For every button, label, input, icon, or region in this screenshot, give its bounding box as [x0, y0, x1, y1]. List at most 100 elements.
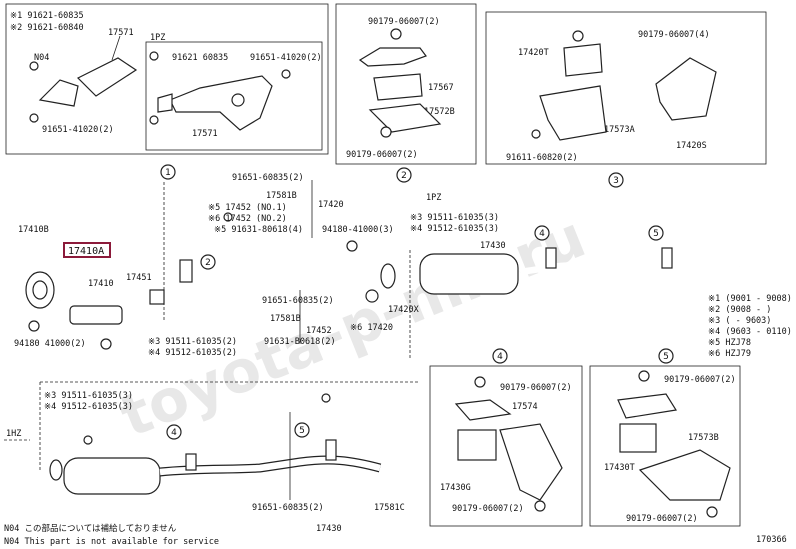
part-label: 17430 — [316, 524, 342, 534]
gasket — [49, 459, 63, 481]
hanger — [325, 439, 337, 461]
callout-circle — [648, 225, 664, 241]
highlight-box — [63, 242, 111, 258]
part-label: 17430G — [440, 483, 471, 493]
part-label: 17420 — [318, 200, 344, 210]
part-label: 17430 — [480, 241, 506, 251]
heat-shield — [638, 449, 731, 501]
part-label: 17571 — [192, 129, 218, 139]
part-label: ※6 17420 — [350, 323, 393, 333]
part-label: ※3 91511-61035(3) — [44, 391, 133, 401]
front-pipe-catalyst — [69, 305, 123, 325]
part-label: 91651-60835(2) — [232, 173, 304, 183]
callout-circle — [658, 348, 674, 364]
part-label: 17574 — [512, 402, 538, 412]
part-label: ※4 91512-61035(3) — [410, 224, 499, 234]
nut — [474, 376, 486, 388]
part-label: 17567 — [428, 83, 454, 93]
part-label: 90179-06007(4) — [638, 30, 710, 40]
part-label: 90179-06007(2) — [368, 17, 440, 27]
note-2: ※2 91621-60840 — [10, 23, 84, 33]
callout-number: 5 — [653, 229, 659, 239]
callout-number: 4 — [497, 352, 503, 362]
callout-circle — [534, 225, 550, 241]
marker-e — [223, 212, 233, 222]
callout-number: 4 — [171, 428, 177, 438]
part-label: 17581C — [374, 503, 405, 513]
callout-circle — [160, 164, 176, 180]
exhaust-pipe-inner — [59, 248, 396, 304]
panel-top-left: ※1 91621-60835 ※2 91621-60840 17571 N04 … — [5, 3, 329, 155]
mount-bracket — [539, 85, 607, 141]
part-label: 17581B — [270, 314, 301, 324]
part-label: ※3 91511-61035(3) — [410, 213, 499, 223]
callout-number: 2 — [401, 171, 407, 181]
legend-item: ※2 (9008 - ) — [708, 305, 771, 315]
hanger — [185, 453, 197, 471]
part-label: 17451 — [126, 273, 152, 283]
part-label: ※5 91631-80618(4) — [214, 225, 303, 235]
bracket — [454, 399, 512, 421]
callout-number: 4 — [539, 229, 545, 239]
hole — [231, 93, 245, 107]
flange-part — [38, 79, 79, 107]
bracket-part — [169, 75, 273, 131]
nut — [572, 30, 584, 42]
part-label: ※4 91512-61035(2) — [148, 348, 237, 358]
rubber-mount — [619, 423, 657, 453]
legend-item: ※3 ( - 9603) — [708, 316, 771, 326]
footer-note-en: N04 This part is not available for servi… — [4, 537, 219, 547]
callout-circle — [492, 348, 508, 364]
marker-n — [100, 338, 112, 350]
panel-4: 4 90179-06007(2) 17574 17430G 90179-0600… — [429, 348, 583, 527]
callout-circle — [365, 289, 379, 303]
part-label: 17410 — [88, 279, 114, 289]
heat-shield — [655, 57, 717, 121]
part-label: 17430T — [604, 463, 635, 473]
callout-circle — [200, 254, 216, 270]
nut — [380, 126, 392, 138]
hanger — [545, 247, 557, 269]
part-label: ※6 17452 (NO.2) — [208, 214, 287, 224]
legend-item: ※4 (9603 - 0110) — [708, 327, 792, 337]
bolt-marker — [531, 129, 541, 139]
callout-circle — [166, 424, 182, 440]
legend-item: ※1 (9001 - 9008) — [708, 294, 792, 304]
part-label: 91651-41020(2) — [42, 125, 114, 135]
callout-circle — [294, 422, 310, 438]
part-label: 17581B — [266, 191, 297, 201]
bolt-marker — [29, 113, 39, 123]
muffler-17430 — [419, 253, 519, 295]
panel-frame — [5, 3, 329, 155]
engine-label: 1HZ — [6, 429, 21, 439]
part-label: 17420T — [518, 48, 549, 58]
part-label: 17420S — [676, 141, 707, 151]
main-exhaust-assembly: 1 2 4 5 91651-60835(2) 17581B ※5 17452 (… — [14, 164, 741, 360]
part-label: 90179-06007(2) — [346, 150, 418, 160]
part-label: 17573B — [688, 433, 719, 443]
gasket — [380, 263, 396, 289]
footer-note-jp: N04 この部品については補給しておりません — [4, 523, 177, 534]
nut — [534, 500, 546, 512]
bolt-marker — [83, 435, 93, 445]
part-label: 91631-B0618(2) — [264, 337, 336, 347]
hanger — [661, 247, 673, 269]
leader-line — [111, 35, 121, 61]
part-label: ※4 91512-61035(3) — [44, 402, 133, 412]
part-label: 90179-06007(2) — [500, 383, 572, 393]
marker-i — [28, 320, 40, 332]
hanger — [179, 259, 193, 283]
part-label: 91651-41020(2) — [250, 53, 322, 63]
panel-top-right: 90179-06007(4) 17420T 17573A 91611-60820… — [485, 11, 767, 188]
hanger-bracket — [499, 423, 563, 501]
rubber-mount — [373, 73, 423, 101]
callout-number: 5 — [663, 352, 669, 362]
marker-n — [346, 240, 358, 252]
callout-circle — [608, 172, 624, 188]
rubber-mount — [563, 43, 603, 77]
callout-circle — [396, 167, 412, 183]
muffler — [63, 457, 161, 495]
callout-number: 3 — [613, 176, 619, 186]
